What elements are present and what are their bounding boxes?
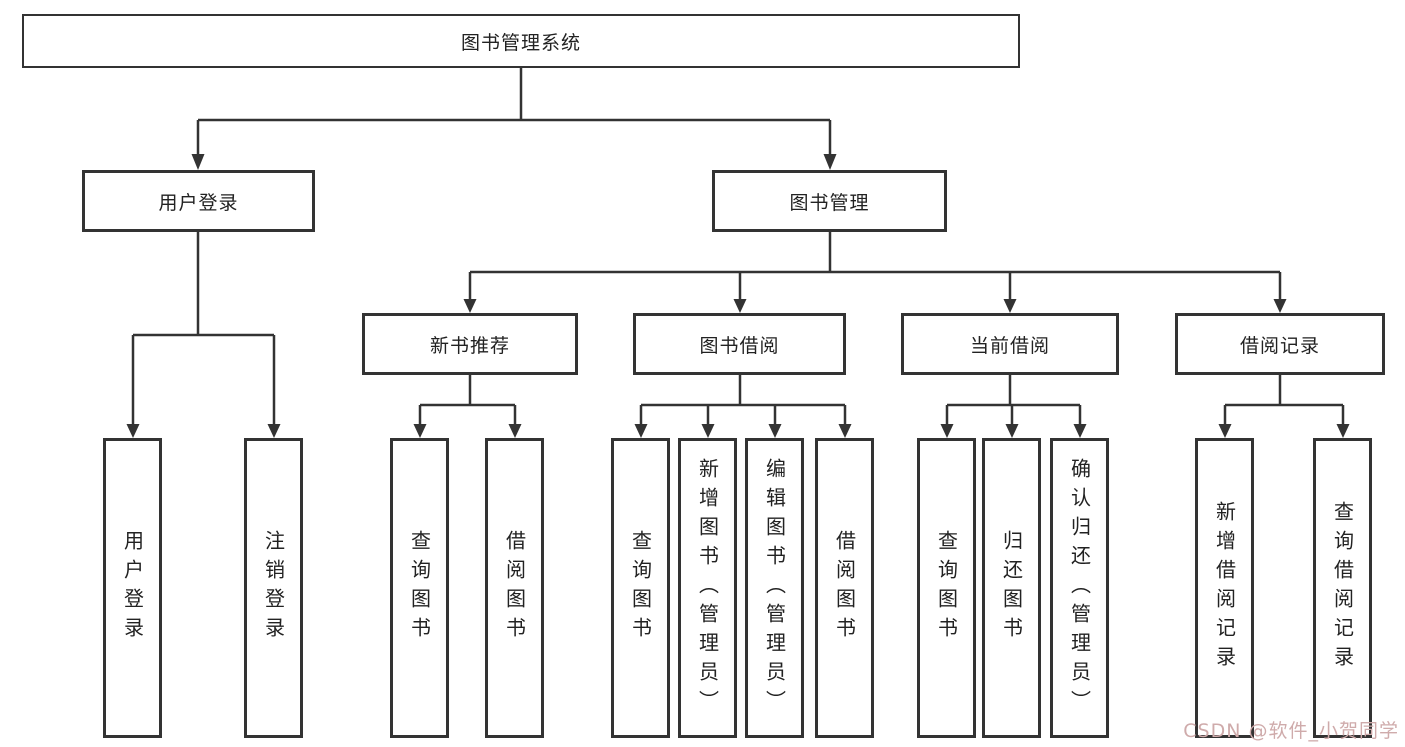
leaf-confirm-return-admin: 确认归还（管理员） xyxy=(1050,438,1109,738)
leaf-logout: 注销登录 xyxy=(244,438,303,738)
leaf-user-login: 用户登录 xyxy=(103,438,162,738)
leaf-query-borrow-record: 查询借阅记录 xyxy=(1313,438,1372,738)
leaf-label: 借阅图书 xyxy=(502,530,527,646)
leaf-label: 查询图书 xyxy=(934,530,959,646)
leaf-label: 查询图书 xyxy=(407,530,432,646)
leaf-label: 确认归还（管理员） xyxy=(1067,457,1092,719)
node-new-book-recommend: 新书推荐 xyxy=(362,313,578,375)
leaf-query-book-current: 查询图书 xyxy=(917,438,976,738)
leaf-query-book-newrec: 查询图书 xyxy=(390,438,449,738)
leaf-label: 新增借阅记录 xyxy=(1212,501,1237,675)
node-current-borrow: 当前借阅 xyxy=(901,313,1119,375)
leaf-add-borrow-record: 新增借阅记录 xyxy=(1195,438,1254,738)
leaf-query-book-borrow: 查询图书 xyxy=(611,438,670,738)
node-book-management: 图书管理 xyxy=(712,170,947,232)
leaf-label: 查询图书 xyxy=(628,530,653,646)
node-borrow-records: 借阅记录 xyxy=(1175,313,1385,375)
arrowhead-icons xyxy=(126,154,1350,438)
leaf-borrow-book: 借阅图书 xyxy=(815,438,874,738)
csdn-watermark: CSDN @软件_小贺同学 xyxy=(1183,720,1399,742)
leaf-label: 归还图书 xyxy=(999,530,1024,646)
leaf-label: 新增图书（管理员） xyxy=(695,457,720,719)
leaf-label: 编辑图书（管理员） xyxy=(762,457,787,719)
leaf-label: 借阅图书 xyxy=(832,530,857,646)
leaf-edit-book-admin: 编辑图书（管理员） xyxy=(745,438,804,738)
node-user-login: 用户登录 xyxy=(82,170,315,232)
leaf-add-book-admin: 新增图书（管理员） xyxy=(678,438,737,738)
node-root-library-system: 图书管理系统 xyxy=(22,14,1020,68)
leaf-label: 查询借阅记录 xyxy=(1330,501,1355,675)
leaf-return-book: 归还图书 xyxy=(982,438,1041,738)
leaf-borrow-book-newrec: 借阅图书 xyxy=(485,438,544,738)
leaf-label: 注销登录 xyxy=(261,530,286,646)
node-book-borrow: 图书借阅 xyxy=(633,313,846,375)
leaf-label: 用户登录 xyxy=(120,530,145,646)
